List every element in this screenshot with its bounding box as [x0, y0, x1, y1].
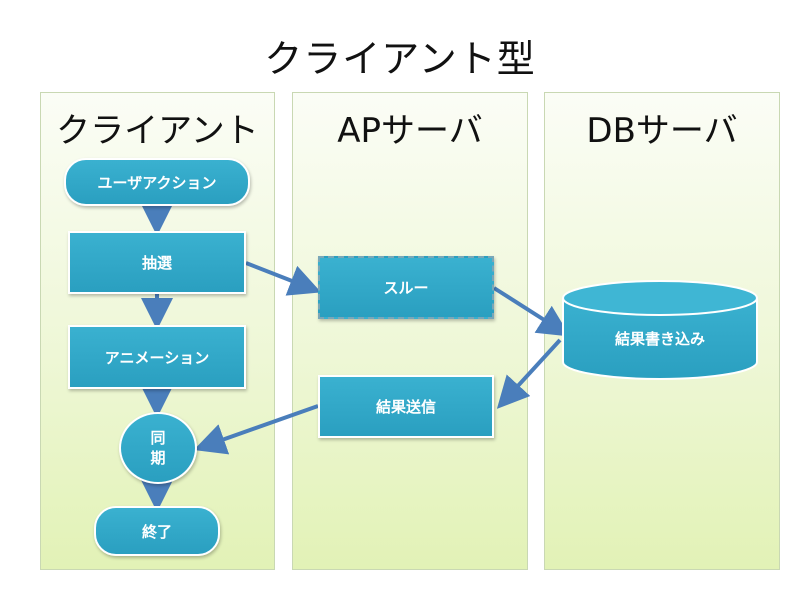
node-end: 終了 [94, 506, 220, 556]
node-write-result: 結果書き込み [614, 330, 705, 348]
node-user-action: ユーザアクション [64, 158, 250, 206]
node-sync-line1: 同 [150, 429, 166, 447]
node-lottery: 抽選 [68, 231, 246, 294]
node-sync-line2: 期 [150, 449, 166, 467]
lane-db-server-title: DBサーバ [586, 111, 738, 151]
node-send-result: 結果送信 [318, 375, 494, 438]
node-through: スルー [318, 256, 494, 319]
lane-ap-server-title: APサーバ [337, 111, 483, 151]
node-animation: アニメーション [68, 325, 246, 389]
lane-ap-server: APサーバ [292, 92, 528, 570]
diagram-title: クライアント型 [264, 37, 536, 81]
lane-client-title: クライアント [56, 111, 259, 151]
node-sync: 同 期 [119, 412, 197, 484]
